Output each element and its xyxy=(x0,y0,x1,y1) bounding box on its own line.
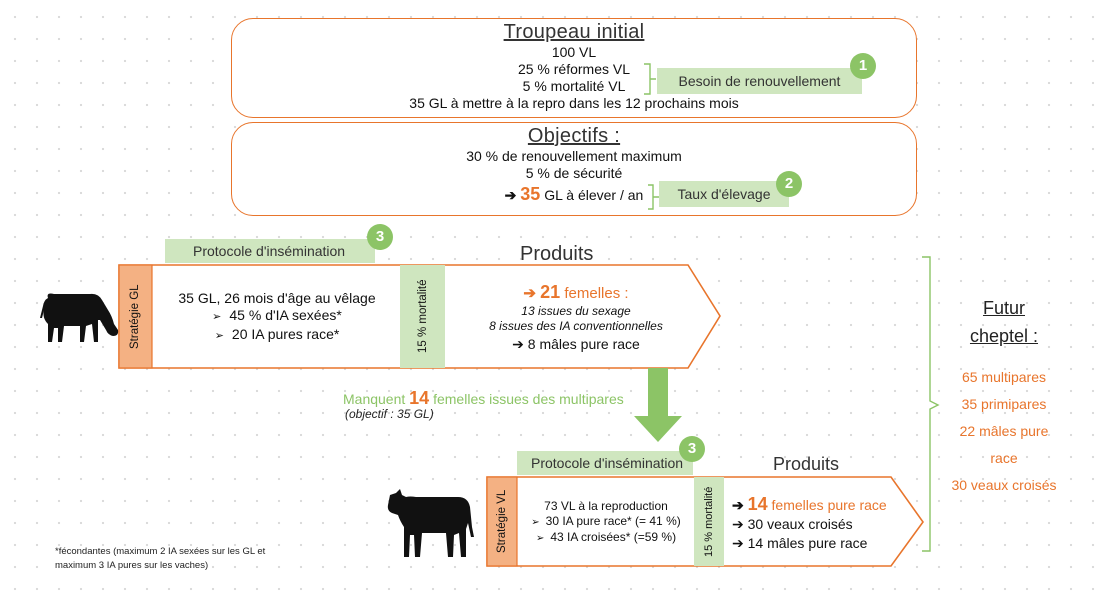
gl-females-unit: femelles : xyxy=(560,285,629,302)
vl-crossbred-line: ➔ 30 veaux croisés xyxy=(732,516,853,532)
future-title-1: Futur xyxy=(982,298,1025,318)
gl-bullet-1: ➢45 % d'IA sexées* xyxy=(212,307,342,323)
future-item-2: 35 primipares xyxy=(961,396,1047,412)
breeding-rate-tag: Taux d'élevage xyxy=(659,181,789,207)
gl-males-line: ➔ 8 mâles pure race xyxy=(512,336,640,352)
products-title-vl: Produits xyxy=(773,454,840,474)
cow-standing-icon xyxy=(387,489,474,557)
bracket-icon xyxy=(648,184,659,210)
brace-icon xyxy=(922,256,940,552)
footnote-line-2: maximum 3 IA pures sur les vaches) xyxy=(55,560,209,571)
missing-prefix: Manquent xyxy=(343,391,410,407)
gl-protocol-tag: Protocole d'insémination xyxy=(165,239,375,263)
vl-bullet-1: ➢30 IA pure race* (= 41 %) xyxy=(531,514,681,528)
objectives-box: Objectifs : 30 % de renouvellement maxim… xyxy=(231,122,917,216)
gl-strategy-label: Stratégie GL xyxy=(129,284,141,349)
missing-suffix: femelles issues des multipares xyxy=(429,391,624,407)
down-arrow-icon xyxy=(634,368,682,442)
vl-females-text: femelles pure race xyxy=(767,497,887,513)
future-item-3: 22 mâles pure xyxy=(959,423,1049,439)
badge-3-gl: 3 xyxy=(367,224,393,250)
gl-sub-2: 8 issues des IA conventionnelles xyxy=(489,319,663,333)
gl-bullet-2: ➢20 IA pures race* xyxy=(214,326,340,342)
initial-line-1: 100 VL xyxy=(551,44,597,60)
gl-products: ➔ 21 femelles : 13 issues du sexage 8 is… xyxy=(466,282,686,354)
objective-line-2: 5 % de sécurité xyxy=(525,165,623,181)
gl-strategy-arrow xyxy=(118,264,721,369)
vl-strategy-arrow xyxy=(486,476,924,567)
badge-3-vl: 3 xyxy=(679,436,705,462)
future-item-4: race xyxy=(990,450,1018,466)
vl-females-number: 14 xyxy=(747,494,768,514)
initial-herd-title: Troupeau initial xyxy=(503,21,645,43)
gl-strategy-content: 35 GL, 26 mois d'âge au vêlage ➢45 % d'I… xyxy=(158,290,396,345)
initial-line-4: 35 GL à mettre à la repro dans les 12 pr… xyxy=(409,95,739,111)
future-herd: Futur cheptel : 65 multipares 35 primipa… xyxy=(942,294,1066,499)
gl-females-line: ➔ 21 femelles : xyxy=(466,282,686,304)
vl-protocol-tag: Protocole d'insémination xyxy=(517,451,693,475)
gl-main-line: 35 GL, 26 mois d'âge au vêlage xyxy=(178,290,376,306)
vl-products: ➔ 14 femelles pure race ➔ 30 veaux crois… xyxy=(732,494,922,553)
vl-bullet-2: ➢43 IA croisées* (=59 %) xyxy=(535,530,677,544)
bullet-icon: ➢ xyxy=(535,533,545,544)
right-arrow-icon: ➔ xyxy=(523,285,536,302)
vl-strategy-content: 73 VL à la reproduction ➢30 IA pure race… xyxy=(520,498,692,546)
initial-line-2: 25 % réformes VL xyxy=(517,61,631,77)
cow-grazing-icon xyxy=(40,293,119,342)
future-title-2: cheptel : xyxy=(969,326,1039,346)
objective-line-1: 30 % de renouvellement maximum xyxy=(466,148,682,164)
products-title-gl: Produits xyxy=(520,243,594,265)
gl-mortality-label: 15 % mortalité xyxy=(417,279,429,354)
bullet-icon: ➢ xyxy=(212,311,222,323)
future-item-5: 30 veaux croisés xyxy=(951,477,1057,493)
renewal-need-tag: Besoin de renouvellement xyxy=(657,68,862,94)
vl-mortality-label: 15 % mortalité xyxy=(703,486,715,557)
vl-strategy-label: Stratégie VL xyxy=(496,489,508,554)
bullet-icon: ➢ xyxy=(531,517,540,528)
initial-line-3: 5 % mortalité VL xyxy=(522,78,626,94)
bullet-icon: ➢ xyxy=(214,330,224,342)
future-item-1: 65 multipares xyxy=(961,369,1047,385)
right-arrow-icon: ➔ xyxy=(732,497,744,513)
right-arrow-icon: ➔ xyxy=(504,187,517,203)
footnote-line-1: *fécondantes (maximum 2 IA sexées sur le… xyxy=(55,546,266,557)
vl-females-line: ➔ 14 femelles pure race xyxy=(732,494,922,515)
badge-1: 1 xyxy=(850,53,876,79)
footnote: *fécondantes (maximum 2 IA sexées sur le… xyxy=(55,545,265,573)
vl-main-line: 73 VL à la reproduction xyxy=(544,499,668,513)
objective-number: 35 xyxy=(520,184,541,204)
gl-females-number: 21 xyxy=(540,282,561,302)
missing-note: (objectif : 35 GL) xyxy=(345,407,434,421)
gl-sub-1: 13 issues du sexage xyxy=(521,304,631,318)
objectives-title: Objectifs : xyxy=(527,125,621,147)
badge-2: 2 xyxy=(776,171,802,197)
bracket-icon xyxy=(644,63,656,95)
missing-number: 14 xyxy=(409,388,430,408)
missing-females-line: Manquent 14 femelles issues des multipar… xyxy=(343,388,624,409)
objective-result: ➔ 35 GL à élever / an xyxy=(232,184,916,205)
objective-result-text: GL à élever / an xyxy=(540,187,644,203)
vl-males-line: ➔ 14 mâles pure race xyxy=(732,535,868,551)
